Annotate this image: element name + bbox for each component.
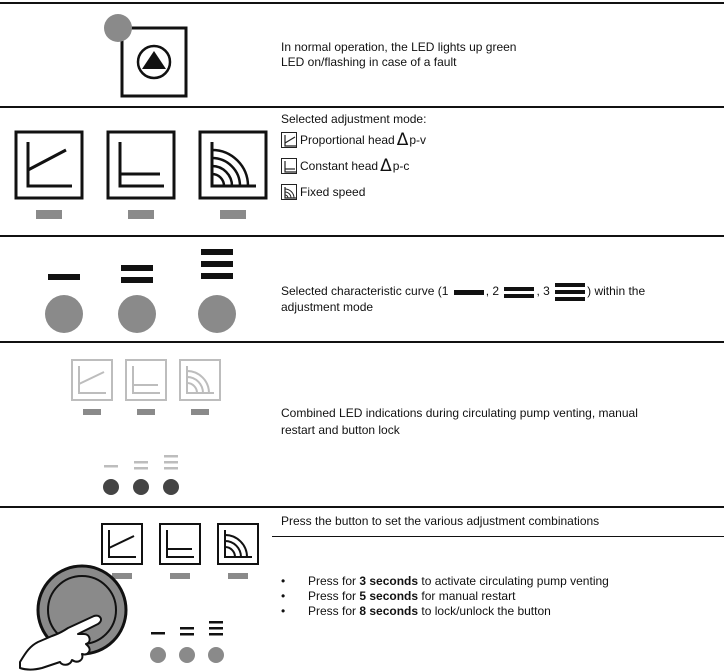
heading-underline [272, 536, 724, 537]
mode-heading: Selected adjustment mode: [281, 112, 427, 126]
mode-icons-large [14, 130, 268, 219]
delta-symbol: Δ [380, 156, 392, 176]
mode-led-2 [128, 210, 154, 219]
status-text-1: In normal operation, the LED lights up g… [281, 40, 517, 54]
curve-indicators [45, 249, 236, 333]
fixed-speed-icon [281, 184, 297, 200]
proportional-head-icon [281, 132, 297, 148]
mode-label: Constant head [300, 159, 379, 173]
combined-mode-icons [71, 359, 221, 415]
hand-pointer-icon [19, 614, 102, 671]
combined-led-2 [137, 409, 155, 415]
combined-text-2: restart and button lock [281, 423, 400, 437]
constant-head-icon [106, 130, 176, 200]
mode-led-1 [36, 210, 62, 219]
button-mode-icons [101, 523, 259, 579]
curve-3-symbol [555, 283, 586, 301]
combined-led-3 [191, 409, 209, 415]
button-instructions: Press for 3 seconds to activate circulat… [281, 574, 609, 619]
status-text-2: LED on/flashing in case of a fault [281, 55, 457, 69]
button-curve-leds [150, 621, 224, 663]
control-button[interactable] [18, 562, 138, 672]
mode-label: Fixed speed [300, 185, 366, 199]
curve-text-line1: Selected characteristic curve (1 , 2 , 3… [281, 283, 645, 301]
curve-prefix: Selected characteristic curve (1 [281, 284, 449, 299]
curve-sep1: , 2 [485, 284, 500, 299]
curve-text-line2: adjustment mode [281, 300, 374, 314]
row-divider-3 [0, 341, 724, 343]
button-heading: Press the button to set the various adju… [281, 514, 600, 528]
curve-2-symbol [504, 286, 535, 298]
curve-bar-3 [201, 249, 233, 255]
list-item: Press for 8 seconds to lock/unlock the b… [281, 604, 609, 619]
curve-bar-2 [121, 265, 153, 271]
constant-head-icon [281, 158, 297, 174]
mode-label: Proportional head [300, 133, 395, 147]
mode-item-constant: Constant head Δ p-c [281, 156, 409, 176]
status-led [104, 14, 132, 42]
list-item: Press for 5 seconds for manual restart [281, 589, 609, 604]
combined-text-1: Combined LED indications during circulat… [281, 406, 638, 420]
row-divider-2 [0, 235, 724, 237]
curve-sep2: , 3 [536, 284, 550, 299]
curve-1-symbol [453, 289, 484, 295]
curve-led-3 [198, 295, 236, 333]
list-item: Press for 3 seconds to activate circulat… [281, 574, 609, 589]
pump-status-display [104, 14, 188, 98]
delta-symbol: Δ [396, 130, 409, 150]
curve-led-1 [45, 295, 83, 333]
combined-led-1 [83, 409, 101, 415]
combined-curve-leds [103, 455, 179, 495]
curve-suffix: ) within the [587, 284, 646, 299]
mode-suffix: p-c [392, 159, 410, 173]
mode-led-3 [220, 210, 246, 219]
mode-item-fixed: Fixed speed [281, 182, 365, 202]
row-divider-4 [0, 506, 724, 508]
row-divider-1 [0, 106, 724, 108]
proportional-head-icon [14, 130, 84, 200]
curve-led-2 [118, 295, 156, 333]
mode-item-proportional: Proportional head Δ p-v [281, 130, 426, 150]
curve-bar-1 [48, 274, 80, 280]
mode-suffix: p-v [409, 133, 427, 147]
top-rule [0, 2, 724, 4]
fixed-speed-icon [198, 130, 268, 200]
